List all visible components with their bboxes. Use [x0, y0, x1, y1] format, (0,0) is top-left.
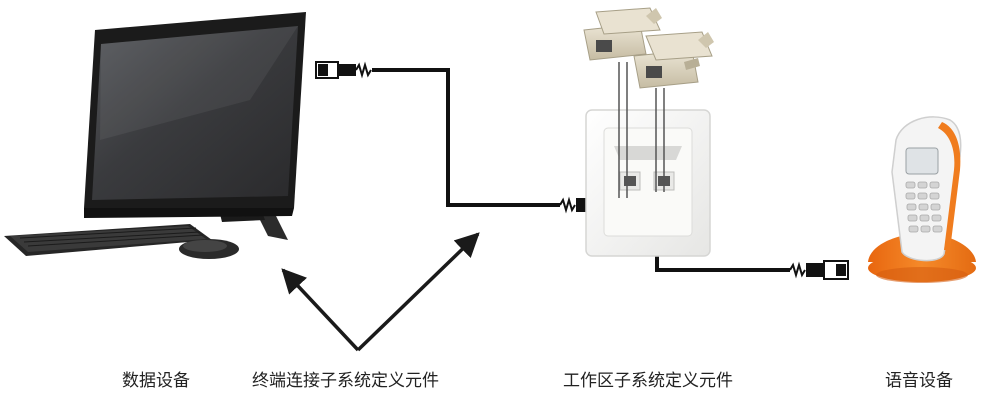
label-work-area: 工作区子系统定义元件 — [563, 371, 733, 391]
all-in-one-computer-icon — [84, 12, 306, 240]
label-voice-equipment: 语音设备 — [885, 371, 953, 391]
mouse-icon — [179, 239, 239, 259]
keystone-jack-icon — [583, 7, 662, 61]
cable-computer-to-socket — [372, 68, 560, 207]
label-terminal-connection: 终端连接子系统定义元件 — [252, 371, 439, 391]
arrow-to-computer — [281, 268, 360, 352]
pointer-arrows — [281, 232, 480, 352]
arrow-to-cable — [356, 232, 480, 352]
network-wall-socket-icon — [585, 109, 711, 257]
keystone-lead-lines — [618, 62, 665, 198]
cordless-phone-icon — [868, 116, 976, 283]
rj45-plug-icon — [315, 61, 372, 79]
label-data-equipment: 数据设备 — [122, 371, 190, 391]
keyboard-icon — [4, 224, 212, 256]
rj45-plug-icon — [789, 260, 849, 280]
keystone-jack-icon — [633, 31, 714, 89]
